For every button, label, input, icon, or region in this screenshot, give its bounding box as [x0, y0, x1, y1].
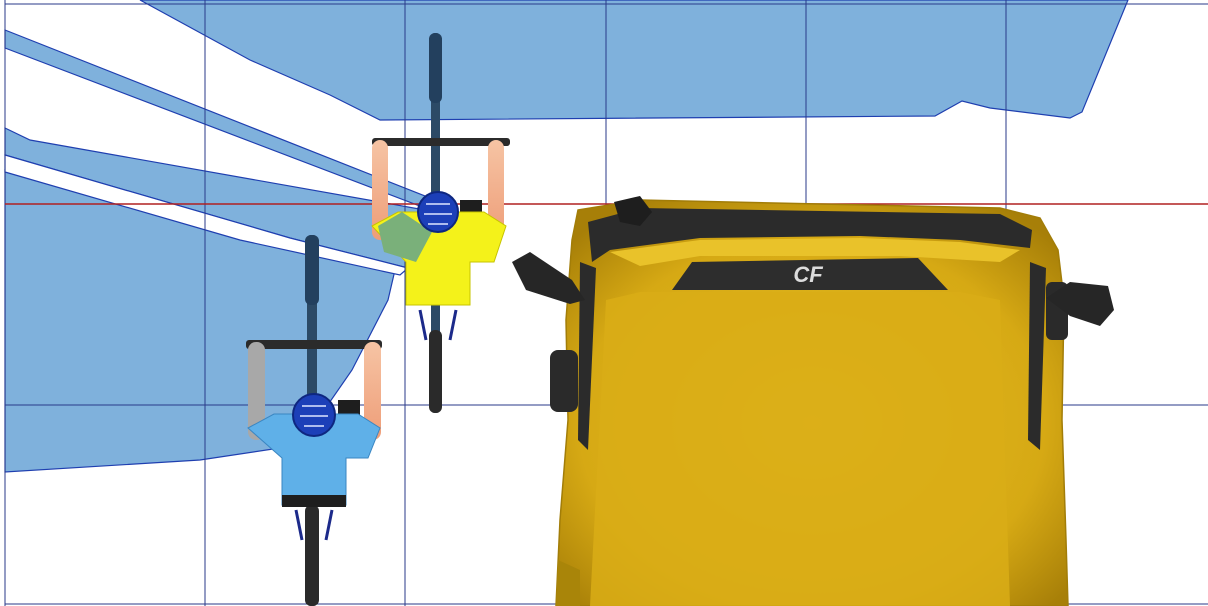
roof-panel [590, 292, 1010, 606]
helmet [293, 394, 335, 436]
vehicle: CF [512, 196, 1114, 606]
roof-badge: CF [793, 262, 823, 287]
rear-wheel [305, 505, 319, 606]
rear-wheel [429, 330, 442, 413]
handlebar [246, 340, 382, 349]
front-wheel [305, 235, 319, 305]
belt [282, 495, 346, 507]
left-door-handle [550, 350, 578, 412]
helmet [418, 192, 458, 232]
front-wheel [429, 33, 442, 103]
